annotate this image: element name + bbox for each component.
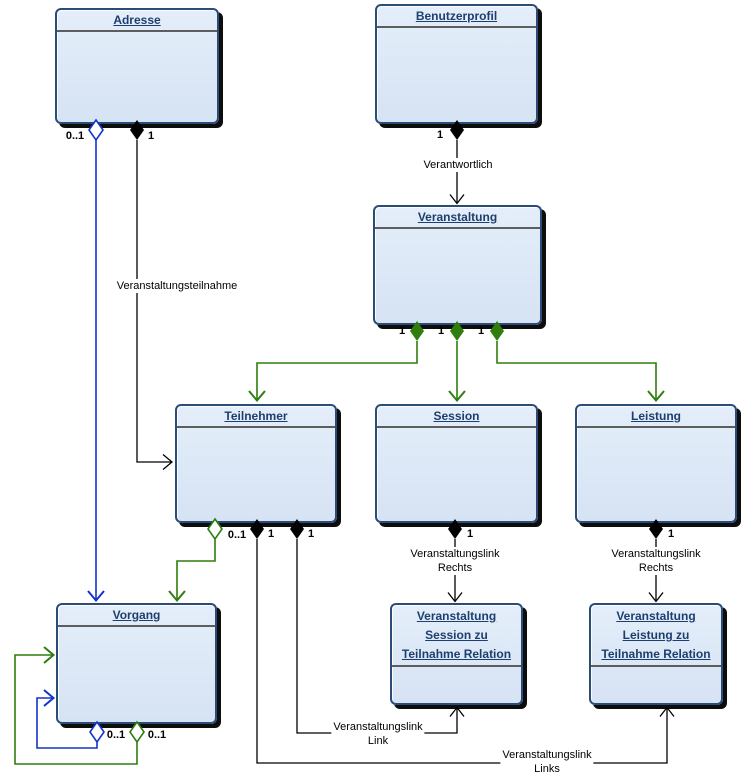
entity-adresse[interactable]: Adresse: [55, 8, 219, 124]
multiplicity-adresse-teilnehmer: 1: [147, 130, 155, 142]
entity-benutzerprofil[interactable]: Benutzerprofil: [375, 4, 538, 124]
connector-veranstaltungsteilnahme[interactable]: [130, 120, 174, 470]
multiplicity-veranstaltung-leistung: 1: [477, 325, 485, 337]
entity-veranstaltung-session-zu-teilnahme-relation[interactable]: Veranstaltung Session zu Teilnahme Relat…: [390, 603, 523, 705]
entity-veranstaltung-leistung-zu-teilnahme-relation[interactable]: Veranstaltung Leistung zu Teilnahme Rela…: [589, 603, 723, 705]
multiplicity-teilnehmer-vorgang: 0..1: [227, 529, 247, 541]
entity-teilnehmer-title: Teilnehmer: [177, 406, 335, 428]
entity-adresse-title: Adresse: [57, 10, 217, 32]
open-arrow-leistungrel-bottom: [659, 706, 675, 717]
connector-veranstaltung-teilnehmer[interactable]: [248, 321, 424, 403]
multiplicity-veranstaltung-teilnehmer: 1: [398, 325, 406, 337]
entity-adresse-body: [57, 34, 217, 122]
edge-label-verantwortlich: Verantwortlich: [421, 158, 495, 172]
open-arrow-vorgang-left-green: [43, 646, 56, 664]
entity-vorgang-body: [58, 629, 215, 722]
connector-veranstaltung-session[interactable]: [448, 321, 466, 403]
open-arrow-leistungrel-top: [648, 592, 664, 603]
entity-session-body: [377, 430, 536, 521]
entity-vorgang[interactable]: Vorgang: [56, 603, 217, 724]
entity-teilnehmer-body: [177, 430, 335, 521]
open-arrow-teilnehmer-left: [162, 454, 174, 470]
open-arrow-vorgang-left-blue: [43, 689, 56, 707]
multiplicity-benutzerprofil: 1: [436, 129, 444, 141]
entity-benutzerprofil-body: [377, 30, 536, 122]
edge-label-veranstaltungslink-link: Veranstaltungslink Link: [331, 720, 425, 748]
multiplicity-adresse-vorgang: 0..1: [65, 130, 85, 142]
entity-leistung-relation-title: Veranstaltung Leistung zu Teilnahme Rela…: [591, 605, 721, 667]
entity-session[interactable]: Session: [375, 404, 538, 523]
open-arrow-vorgang-top-green: [168, 590, 186, 603]
open-arrow-leistung-top: [647, 390, 665, 403]
entity-session-title: Session: [377, 406, 536, 428]
multiplicity-leistung: 1: [667, 528, 675, 540]
multiplicity-teilnehmer-leistungrel: 1: [267, 528, 275, 540]
entity-leistung-body: [577, 430, 735, 521]
multiplicity-teilnehmer-sessionrel: 1: [307, 528, 315, 540]
edge-label-veranstaltungsteilnahme: Veranstaltungsteilnahme: [114, 279, 240, 293]
connector-teilnehmer-vorgang[interactable]: [168, 517, 223, 603]
multiplicity-veranstaltung-session: 1: [437, 325, 445, 337]
entity-vorgang-title: Vorgang: [58, 605, 215, 627]
open-arrow-sessionrel-top: [447, 592, 463, 603]
entity-teilnehmer[interactable]: Teilnehmer: [175, 404, 337, 523]
entity-leistung[interactable]: Leistung: [575, 404, 737, 523]
open-arrow-teilnehmer-top: [248, 390, 266, 403]
open-arrow-veranstaltung-top: [449, 194, 465, 205]
edge-label-veranstaltungslink-rechts-leistung: Veranstaltungslink Rechts: [609, 547, 703, 575]
edge-label-veranstaltungslink-rechts-session: Veranstaltungslink Rechts: [408, 547, 502, 575]
open-arrow-session-top: [448, 390, 466, 403]
entity-veranstaltung-body: [375, 231, 540, 323]
multiplicity-session: 1: [466, 528, 474, 540]
open-arrow-vorgang-top-blue: [87, 590, 105, 603]
entity-veranstaltung[interactable]: Veranstaltung: [373, 205, 542, 325]
open-arrow-sessionrel-bottom: [449, 706, 465, 717]
entity-leistung-relation-body: [591, 667, 721, 703]
connector-veranstaltung-leistung[interactable]: [490, 321, 665, 403]
aggregation-diamond-vorgang-green: [129, 720, 145, 744]
edge-label-veranstaltungslink-links: Veranstaltungslink Links: [500, 748, 594, 776]
entity-session-relation-title: Veranstaltung Session zu Teilnahme Relat…: [392, 605, 521, 667]
aggregation-diamond-vorgang-blue: [89, 720, 105, 744]
connector-adresse-vorgang[interactable]: [87, 118, 105, 603]
entity-veranstaltung-title: Veranstaltung: [375, 207, 540, 229]
entity-leistung-title: Leistung: [577, 406, 735, 428]
multiplicity-vorgang-blue: 0..1: [106, 729, 126, 741]
entity-benutzerprofil-title: Benutzerprofil: [377, 6, 536, 28]
entity-session-relation-body: [392, 667, 521, 703]
multiplicity-vorgang-green: 0..1: [147, 729, 167, 741]
